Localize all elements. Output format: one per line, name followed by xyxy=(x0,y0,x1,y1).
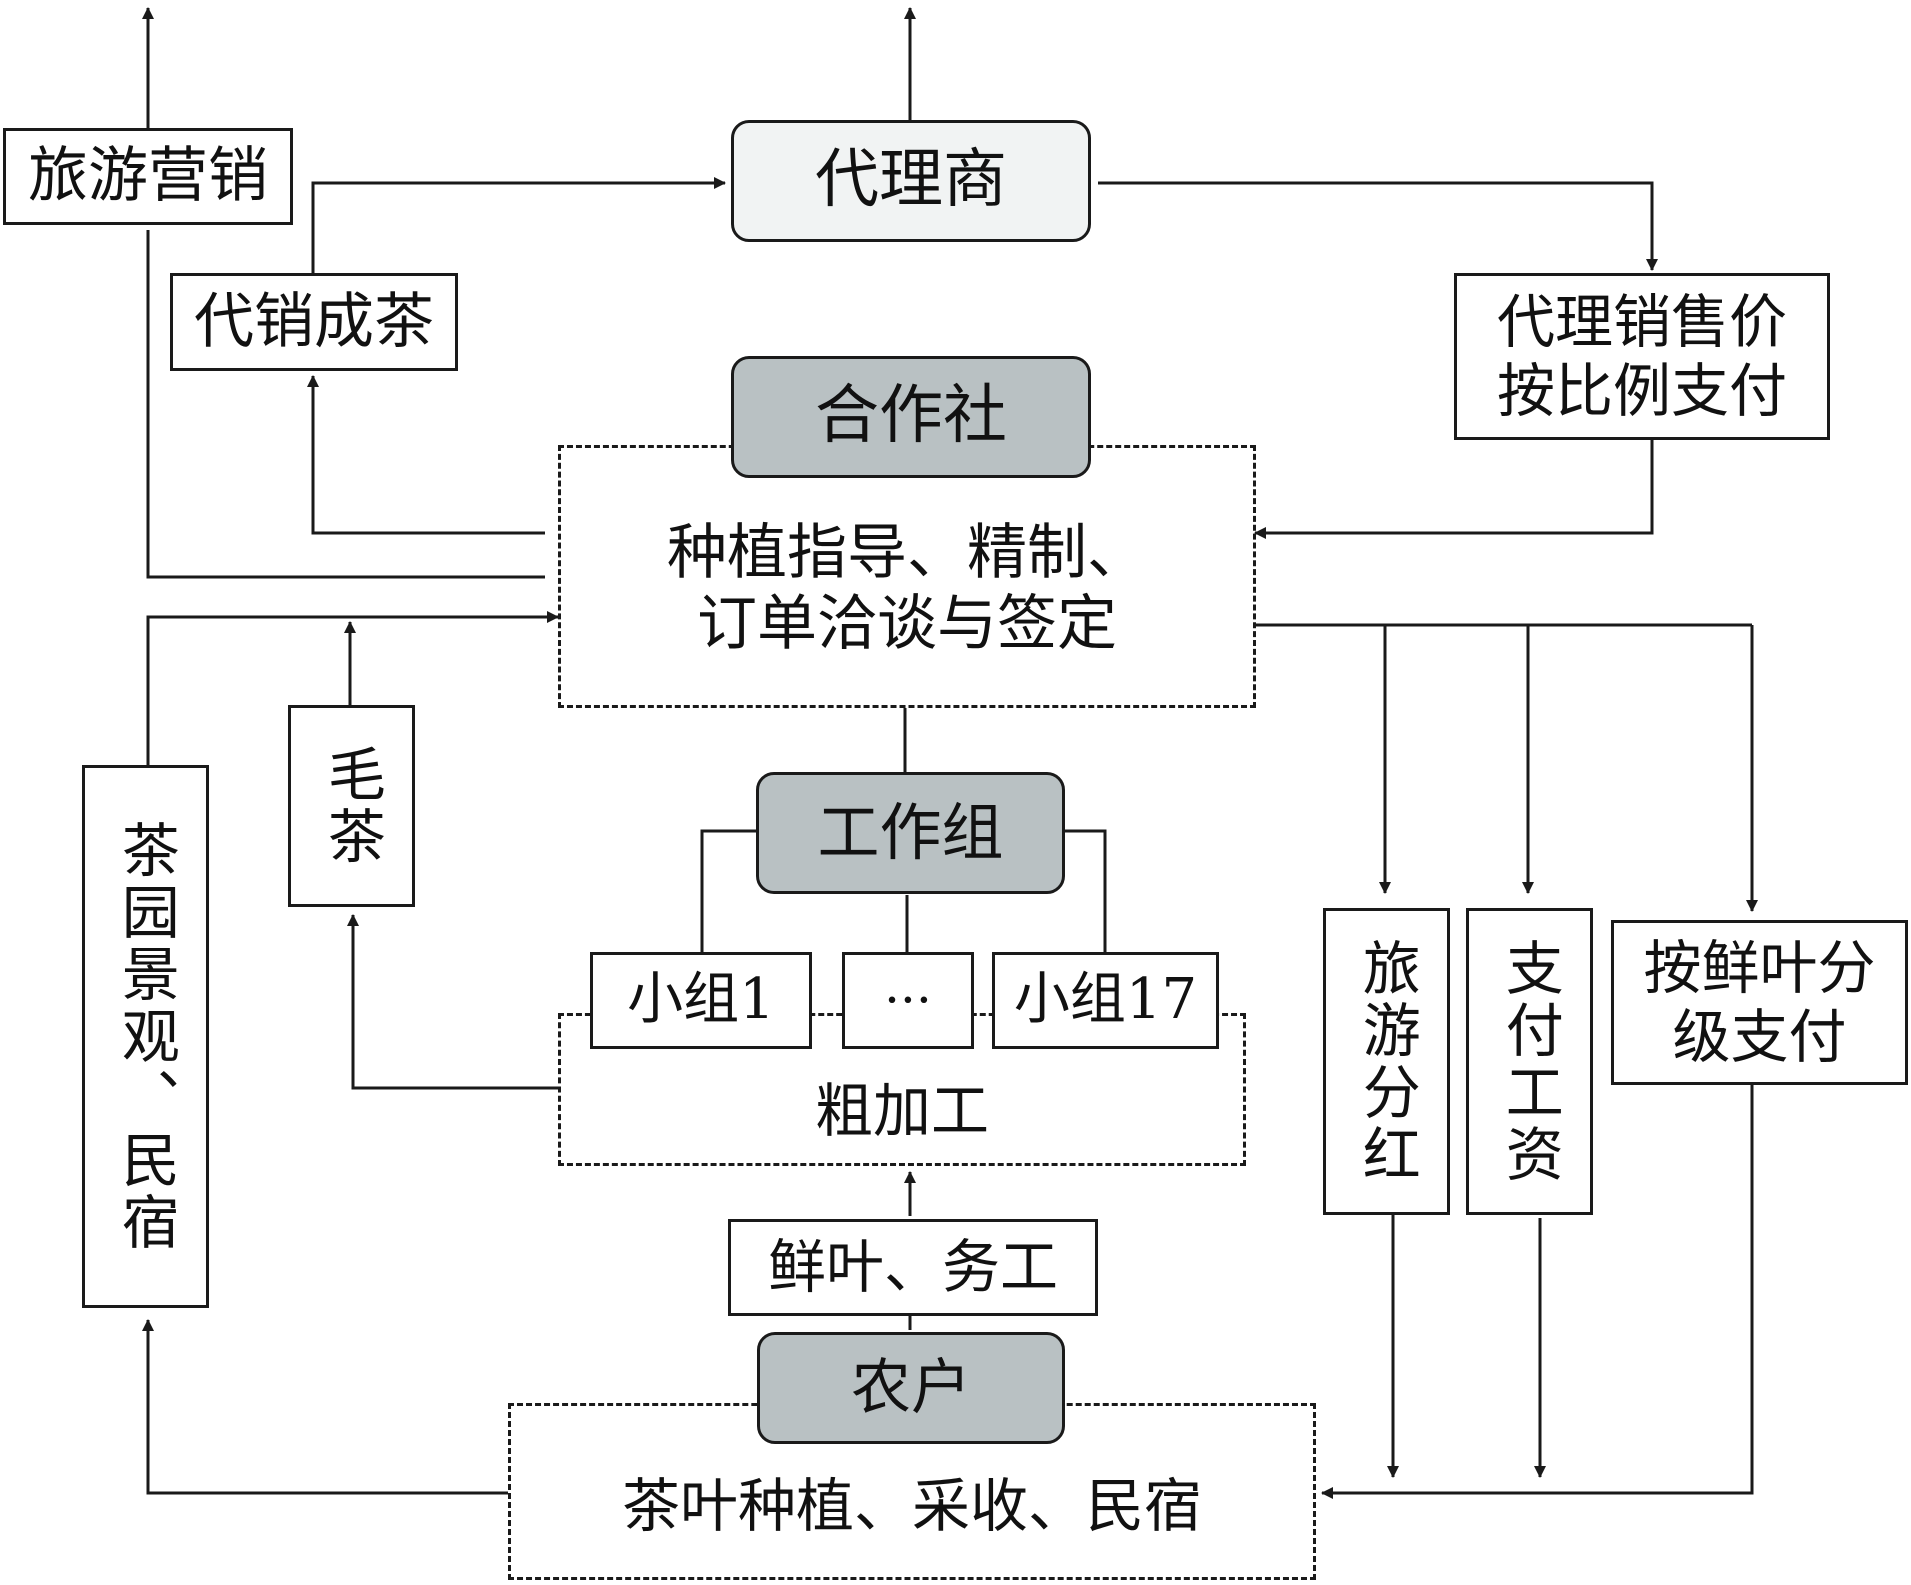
tourism-dividend-box: 旅游分红 xyxy=(1323,908,1450,1215)
group-1-box: 小组1 xyxy=(590,952,812,1049)
scenery-homestay-label: 茶园景观、民宿 xyxy=(111,819,180,1254)
raw-tea-label: 毛茶 xyxy=(317,744,386,868)
cooperative-label: 合作社 xyxy=(815,379,1007,454)
arrow-coop-to-consign xyxy=(307,375,545,535)
line-workgroup-to-group1 xyxy=(700,829,756,952)
group-17-label: 小组17 xyxy=(1013,967,1198,1033)
arrow-agent-to-payment xyxy=(1098,181,1658,271)
agent-label: 代理商 xyxy=(815,143,1007,218)
arrow-rough-to-raw-tea xyxy=(347,914,558,1090)
line-workgroup-to-group17 xyxy=(1065,829,1107,952)
pay-wages-label: 支付工资 xyxy=(1495,937,1564,1186)
line-coop-to-marketing xyxy=(146,230,545,579)
raw-tea-box: 毛茶 xyxy=(288,705,415,907)
agent-payment-box: 代理销售价 按比例支付 xyxy=(1454,273,1830,440)
pay-wages-box: 支付工资 xyxy=(1466,908,1593,1215)
coop-functions-text: 种植指导、精制、 订单洽谈与签定 xyxy=(667,517,1147,659)
group-ellipsis-label: ··· xyxy=(884,971,932,1029)
work-group-label: 工作组 xyxy=(817,796,1004,870)
rough-processing-text: 粗加工 xyxy=(814,1076,989,1145)
farmers-label: 农户 xyxy=(851,1352,971,1423)
group-1-label: 小组1 xyxy=(627,967,775,1033)
grade-payment-box: 按鲜叶分 级支付 xyxy=(1611,920,1908,1085)
farmer-activities-text: 茶叶种植、采收、民宿 xyxy=(621,1472,1202,1541)
fresh-leaves-labor-box: 鲜叶、务工 xyxy=(728,1219,1098,1316)
consign-tea-label: 代销成茶 xyxy=(194,286,434,357)
work-group-node: 工作组 xyxy=(756,772,1065,894)
fresh-leaves-labor-label: 鲜叶、务工 xyxy=(767,1233,1058,1302)
tourism-dividend-label: 旅游分红 xyxy=(1352,937,1421,1186)
arrow-consign-to-agent xyxy=(311,177,726,273)
tourism-marketing-label: 旅游营销 xyxy=(28,141,268,212)
arrow-scenery-to-coop xyxy=(146,611,559,765)
agent-payment-label: 代理销售价 按比例支付 xyxy=(1496,288,1787,425)
farmers-node: 农户 xyxy=(757,1332,1065,1444)
arrow-farmers-to-scenery xyxy=(142,1319,508,1495)
tourism-marketing-box: 旅游营销 xyxy=(3,128,293,225)
consign-tea-box: 代销成茶 xyxy=(170,273,458,371)
arrow-payment-to-coop xyxy=(1254,440,1654,539)
scenery-homestay-box: 茶园景观、民宿 xyxy=(82,765,209,1308)
group-ellipsis-box: ··· xyxy=(842,952,974,1049)
cooperative-node: 合作社 xyxy=(731,356,1091,478)
agent-node: 代理商 xyxy=(731,120,1091,242)
arrow-grade-to-farmers xyxy=(1321,1085,1754,1499)
group-17-box: 小组17 xyxy=(992,952,1219,1049)
coop-functions-frame: 种植指导、精制、 订单洽谈与签定 xyxy=(558,445,1256,708)
grade-payment-label: 按鲜叶分 级支付 xyxy=(1643,934,1876,1071)
